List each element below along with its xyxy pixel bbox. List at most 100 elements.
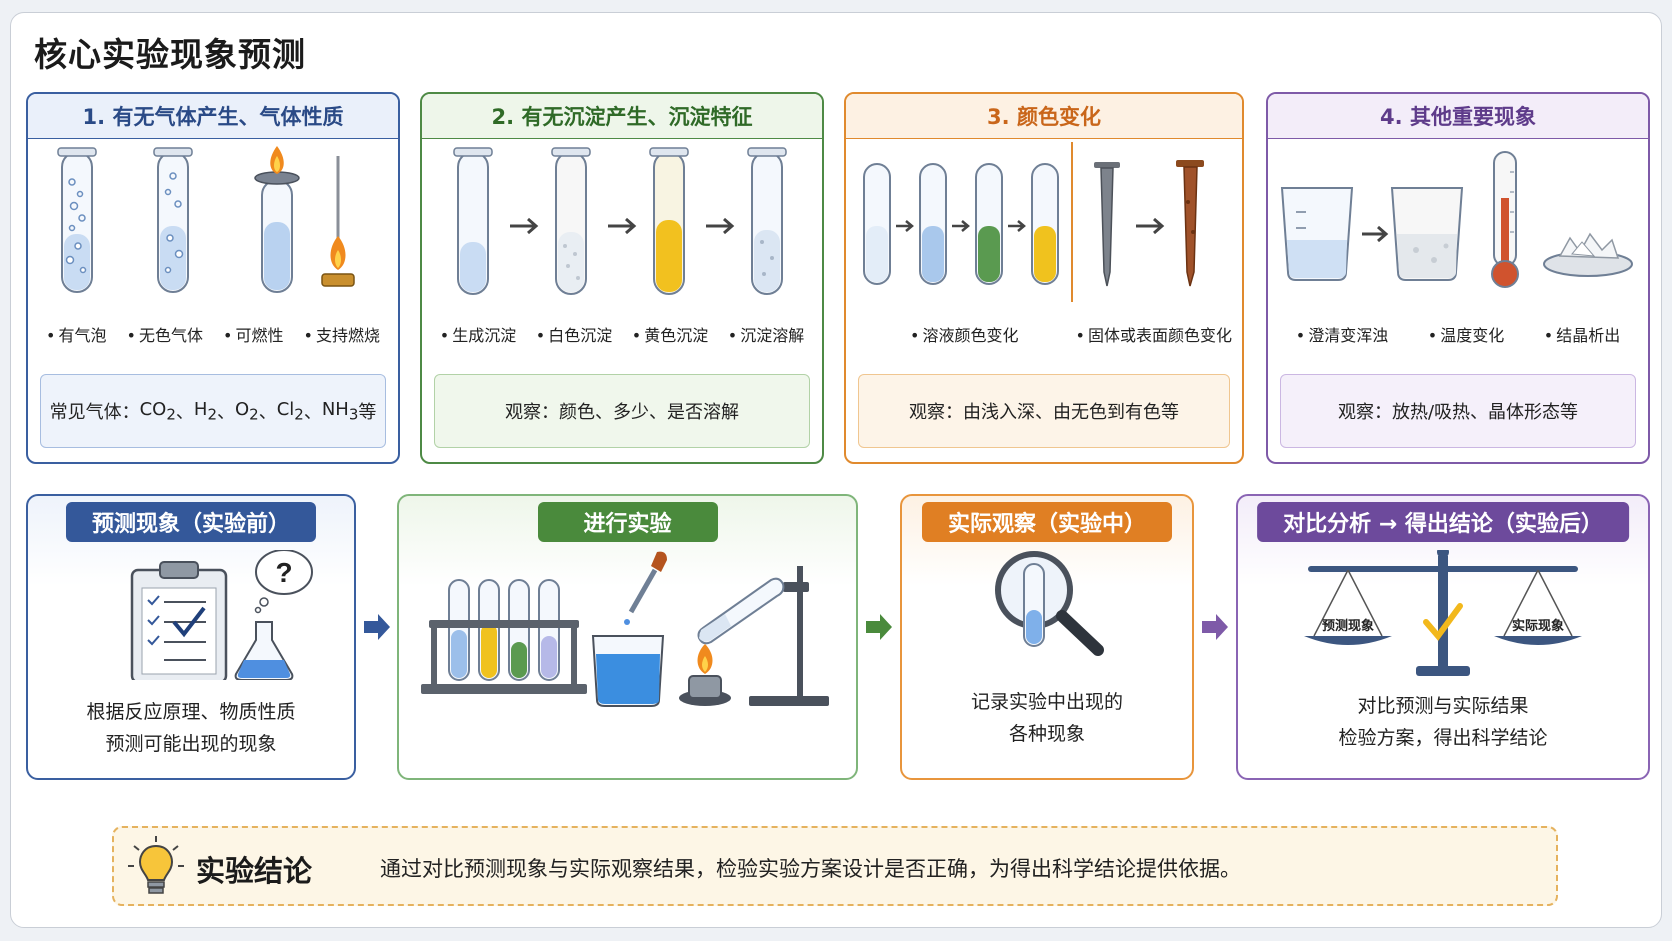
gas-formula-co2: CO2	[139, 398, 176, 424]
gas-illustration	[57, 146, 355, 293]
observe-illustration	[995, 551, 1104, 656]
tube-bubbles-icon	[57, 147, 97, 293]
tube-precipitate-form-icon	[453, 147, 493, 295]
arrow-right-icon	[952, 220, 970, 232]
card-gas: 1. 有无气体产生、气体性质	[26, 92, 400, 464]
step-experiment: 进行实验	[397, 494, 858, 780]
burning-splint-icon	[321, 156, 355, 287]
arrow-right-icon	[706, 217, 735, 235]
label-precipitate-dissolves: 沉淀溶解	[728, 322, 804, 346]
step-compare-title: 对比分析 → 得出结论（实验后）	[1257, 502, 1629, 542]
test-tube-rack-icon	[421, 579, 587, 694]
predict-line-1: 根据反应原理、物质性质	[86, 701, 296, 723]
magnifier-tube-icon	[995, 551, 1104, 656]
gas-separator: 、	[258, 402, 277, 423]
gas-separator: 、	[217, 402, 235, 423]
card-other: 4. 其他重要现象 澄清变浑浊 温度变化 结	[1266, 92, 1650, 464]
observe-line-2: 各种现象	[1008, 723, 1085, 745]
card-color-title: 3. 颜色变化	[846, 94, 1242, 139]
flow-arrow-purple-icon	[1202, 614, 1228, 640]
color-change-illustration	[863, 142, 1204, 302]
iron-nail-icon	[1094, 162, 1120, 287]
card-other-title: 4. 其他重要现象	[1268, 94, 1648, 139]
compare-line-2: 检验方案，得出科学结论	[1338, 727, 1548, 749]
label-colorless-gas: 无色气体	[127, 322, 203, 346]
thermometer-icon	[1491, 151, 1519, 288]
beaker-blue-icon	[591, 635, 665, 707]
predict-illustration: ?	[130, 550, 313, 680]
label-solid-surface-color-change: 固体或表面颜色变化	[1076, 322, 1232, 346]
card-other-labels: 澄清变浑浊 温度变化 结晶析出	[1276, 322, 1640, 346]
card-other-note: 观察：放热/吸热、晶体形态等	[1280, 374, 1636, 448]
beaker-clear-icon	[1280, 187, 1354, 281]
scale-left-label: 预测现象	[1322, 618, 1374, 633]
conclusion-title: 实验结论	[196, 854, 313, 888]
step-observe: 实际观察（实验中） 记录实验中出现的 各种现象	[900, 494, 1194, 780]
card-precipitate-note: 观察：颜色、多少、是否溶解	[434, 374, 810, 448]
compare-line-1: 对比预测与实际结果	[1357, 695, 1529, 717]
gas-note-prefix: 常见气体：	[49, 402, 140, 423]
tube-yellow-precipitate-icon	[649, 147, 689, 295]
tube-green-icon	[975, 163, 1003, 285]
label-clear-to-cloudy: 澄清变浑浊	[1296, 322, 1388, 346]
tube-precipitate-dissolve-icon	[747, 147, 787, 295]
arrow-right-icon	[896, 220, 914, 232]
page-title: 核心实验现象预测	[34, 35, 306, 74]
arrow-right-icon	[1008, 220, 1026, 232]
balance-scale-icon: 预测现象 实际现象	[1304, 550, 1582, 676]
label-flammable: 可燃性	[223, 322, 283, 346]
dropper-icon	[624, 551, 667, 625]
arrow-right-icon	[608, 217, 637, 235]
step-experiment-title: 进行实验	[537, 502, 718, 542]
arrow-right-icon	[1362, 225, 1389, 243]
tube-white-precipitate-icon	[551, 147, 591, 295]
crystals-dish-icon	[1543, 232, 1633, 277]
predict-line-2: 预测可能出现的现象	[105, 733, 277, 755]
scale-right-label: 实际现象	[1512, 618, 1564, 633]
lightbulb-icon	[128, 836, 184, 894]
heated-tube-stand-icon	[679, 566, 829, 706]
flow-arrow-green-icon	[866, 614, 892, 640]
gas-formula-cl2: Cl2	[276, 398, 304, 424]
step-compare: 对比分析 → 得出结论（实验后） 预测现象 实际现象 对比预测与实际结果 检验方…	[1236, 494, 1650, 780]
precipitate-illustration	[453, 147, 787, 295]
step-predict: 预测现象（实验前） ? 根据反应原理、物质性质 预测可能出现的现象	[26, 494, 356, 780]
step-predict-title: 预测现象（实验前）	[65, 502, 317, 542]
compare-illustration: 预测现象 实际现象	[1304, 550, 1582, 676]
flask-icon	[234, 621, 294, 680]
card-precipitate: 2. 有无沉淀产生、沉淀特征 生成沉淀	[420, 92, 824, 464]
experiment-illustration	[421, 551, 829, 707]
step-predict-text: 根据反应原理、物质性质 预测可能出现的现象	[28, 696, 354, 760]
clipboard-checklist-icon	[130, 561, 228, 680]
card-gas-labels: 有气泡 无色气体 可燃性 支持燃烧	[36, 322, 390, 346]
step-compare-text: 对比预测与实际结果 检验方案，得出科学结论	[1238, 690, 1648, 754]
card-color-note: 观察：由浅入深、由无色到有色等	[858, 374, 1230, 448]
question-mark-text: ?	[275, 557, 292, 588]
arrow-right-icon	[510, 217, 539, 235]
gas-separator: 、	[175, 402, 194, 423]
gas-formula-nh3: NH3	[321, 398, 359, 424]
conclusion-text: 通过对比预测现象与实际观察结果，检验实验方案设计是否正确，为得出科学结论提供依据…	[380, 857, 1241, 881]
conclusion-box: 实验结论 通过对比预测现象与实际观察结果，检验实验方案设计是否正确，为得出科学结…	[112, 826, 1558, 906]
tube-yellow-icon	[1031, 163, 1059, 285]
step-observe-title: 实际观察（实验中）	[921, 502, 1173, 542]
label-white-precipitate: 白色沉淀	[536, 322, 612, 346]
label-precipitate-forms: 生成沉淀	[440, 322, 516, 346]
gas-formula-o2: O2	[235, 398, 259, 424]
card-color-labels: 溶液颜色变化 固体或表面颜色变化	[854, 322, 1234, 346]
rusted-nail-icon	[1176, 160, 1204, 287]
step-observe-text: 记录实验中出现的 各种现象	[902, 686, 1192, 750]
gas-formula-h2: H2	[193, 398, 217, 424]
card-precipitate-title: 2. 有无沉淀产生、沉淀特征	[422, 94, 822, 139]
question-bubble-icon: ?	[254, 550, 313, 614]
card-precipitate-labels: 生成沉淀 白色沉淀 黄色沉淀 沉淀溶解	[430, 322, 814, 346]
label-bubbles: 有气泡	[46, 322, 106, 346]
tube-colorless-icon	[863, 163, 891, 285]
label-solution-color-change: 溶液颜色变化	[910, 322, 1018, 346]
flow-arrow-blue-icon	[364, 614, 390, 640]
other-phenomena-illustration	[1280, 151, 1633, 288]
label-temperature-change: 温度变化	[1428, 322, 1504, 346]
gas-note-suffix: 等	[358, 402, 377, 423]
tube-light-blue-icon	[919, 163, 947, 285]
card-gas-note: 常见气体： CO2、 H2、 O2、 Cl2、 NH3 等	[40, 374, 386, 448]
